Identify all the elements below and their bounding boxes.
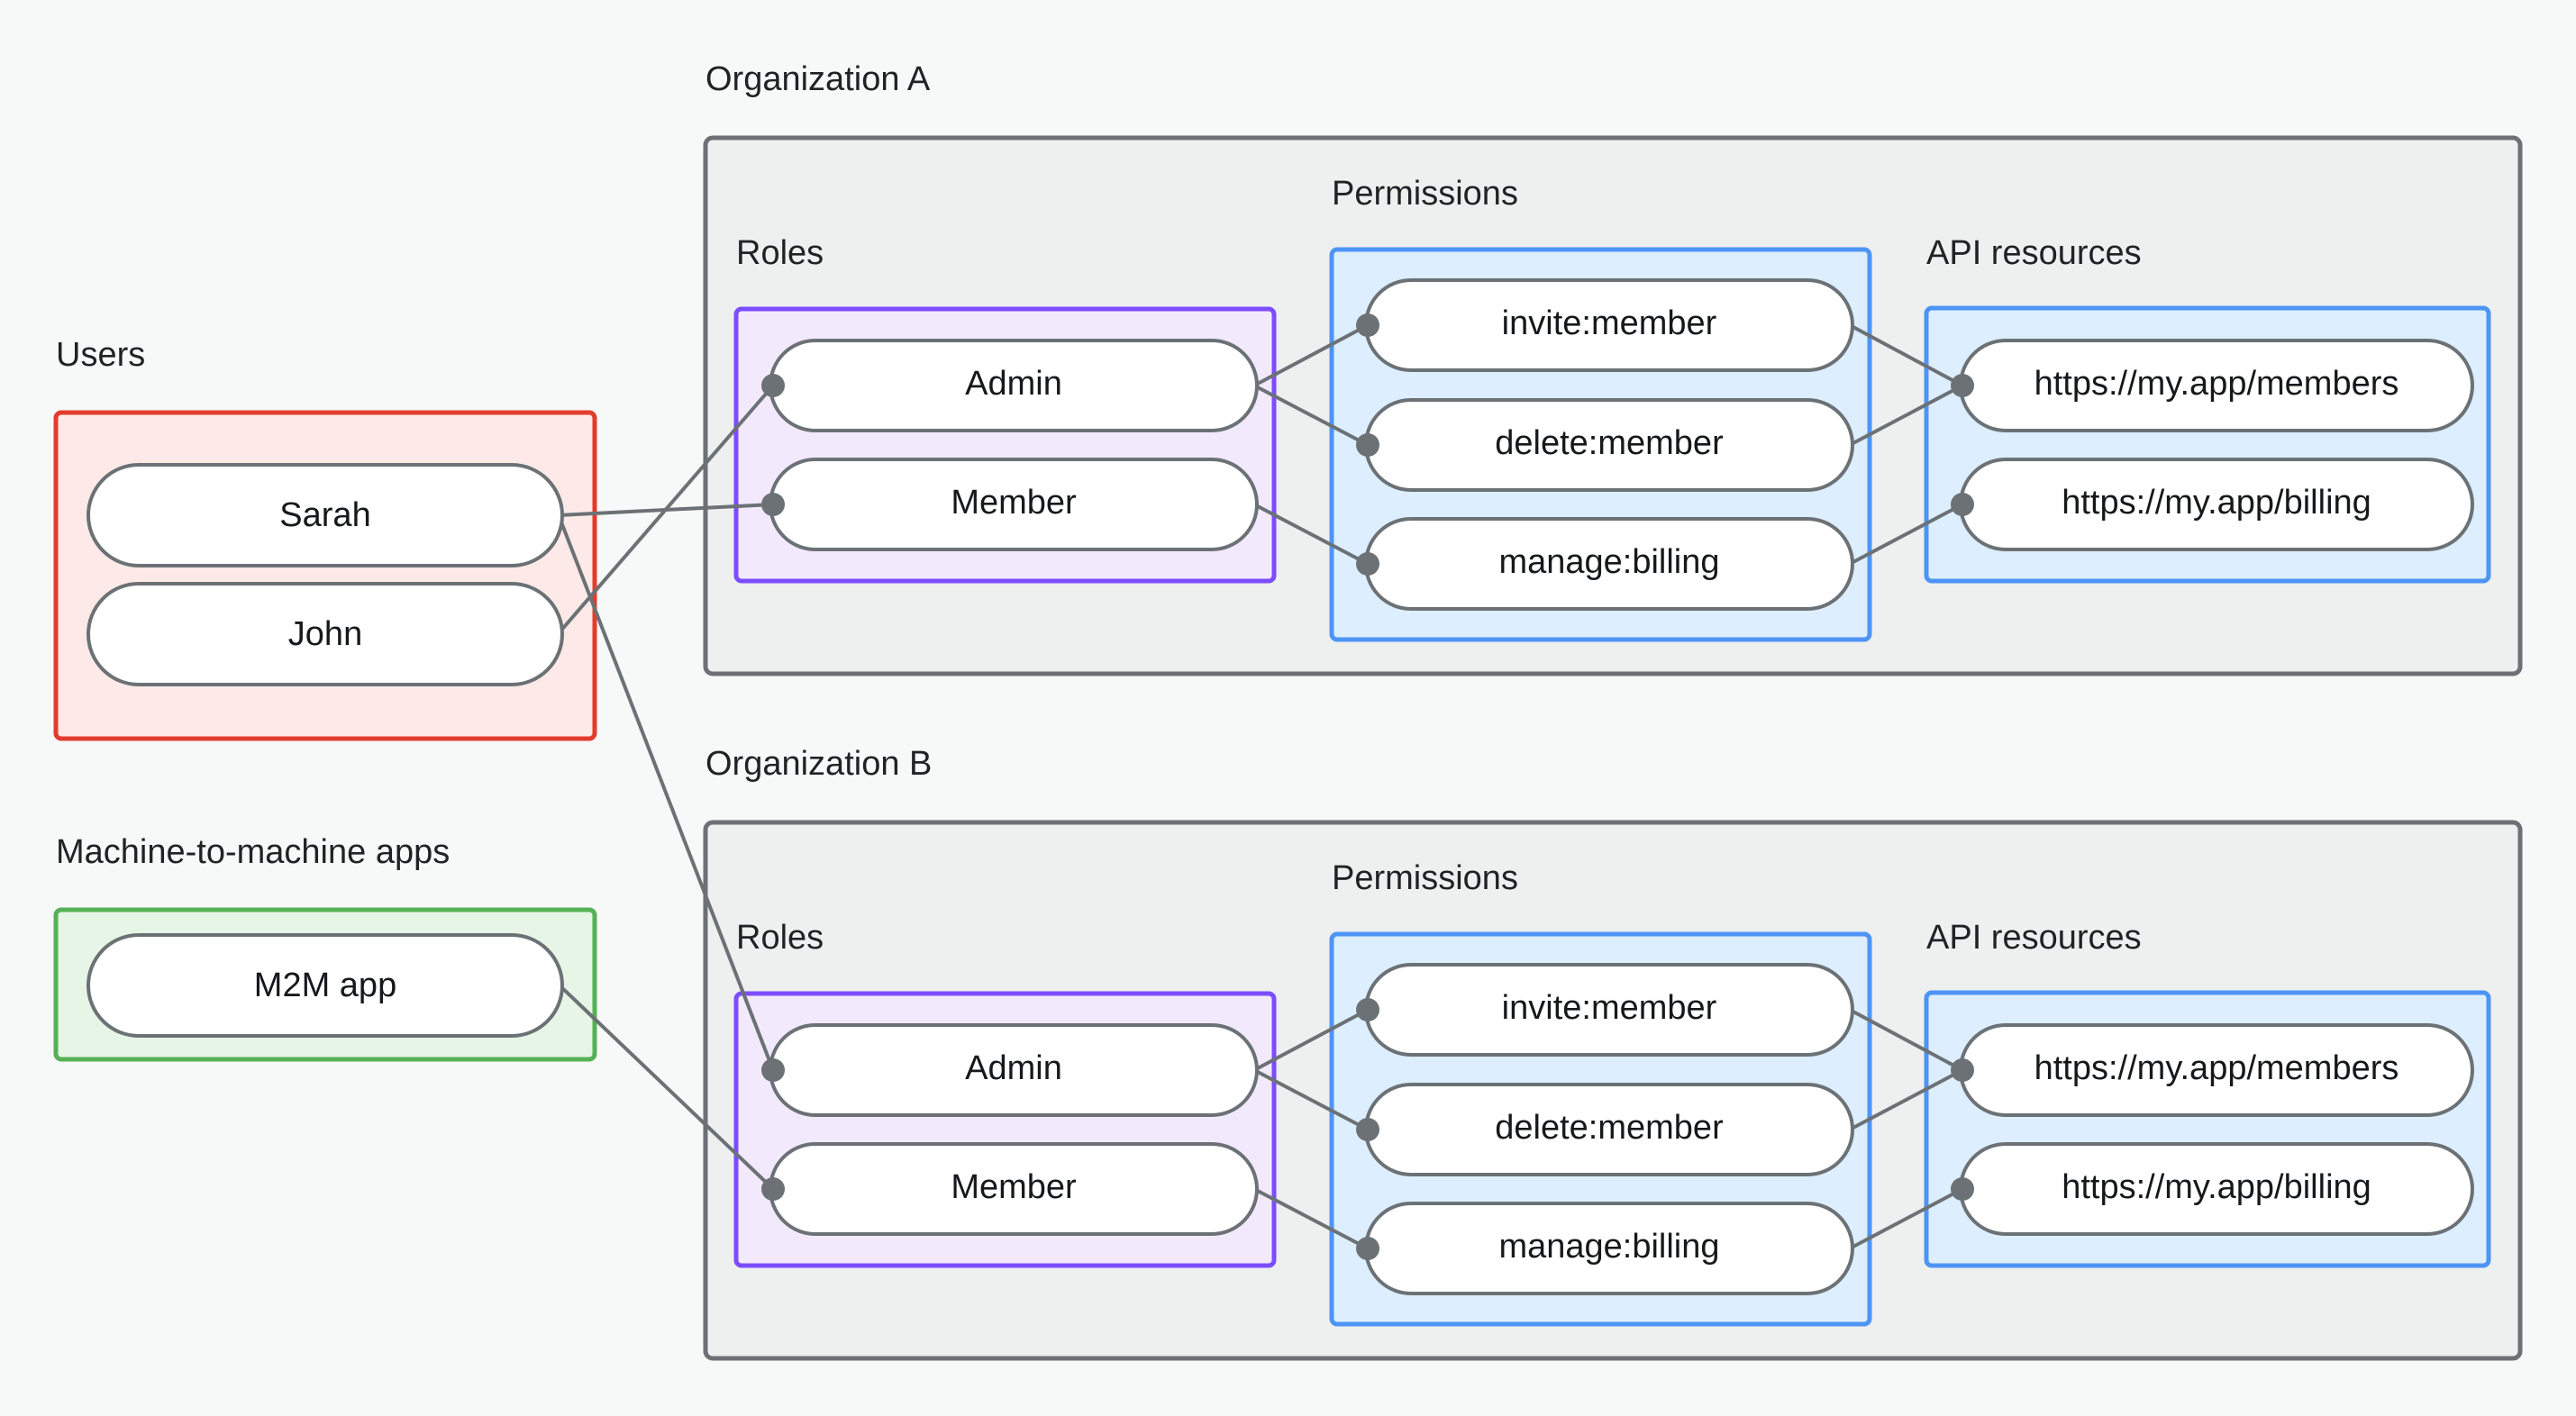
edge-b-admin-to-invite [1253, 1008, 1369, 1072]
org-b-permission-invite-label: invite:member [1502, 989, 1717, 1027]
edge-b-delete-to-members [1849, 1068, 1963, 1131]
org-b-permission-invite[interactable]: invite:member [1364, 963, 1854, 1057]
org-a-api-title: API resources [1926, 234, 2142, 272]
org-a-api-members-label: https://my.app/members [2034, 365, 2399, 403]
user-node-john-label: John [288, 615, 362, 653]
users-group-title: Users [56, 336, 145, 374]
edge-a-invite-to-members [1849, 323, 1963, 387]
org-b-api-members[interactable]: https://my.app/members [1959, 1023, 2474, 1117]
dot-org-a-admin-left [761, 374, 785, 397]
edge-b-billing-to-billing-res [1849, 1187, 1963, 1250]
edge-b-member-to-billing [1253, 1187, 1369, 1250]
edge-sarah-to-org-a-member [558, 503, 774, 517]
org-b-api-billing[interactable]: https://my.app/billing [1959, 1142, 2474, 1236]
dot-org-b-admin-left [761, 1058, 785, 1082]
edge-a-member-to-billing [1253, 503, 1369, 566]
org-a-permission-delete-label: delete:member [1495, 424, 1724, 462]
dot-org-a-res-billing-left [1951, 493, 1974, 516]
connection-dots [761, 313, 1974, 1260]
org-a-permission-billing[interactable]: manage:billing [1364, 517, 1854, 611]
edge-a-billing-to-billing-res [1849, 503, 1963, 566]
org-a-role-admin-label: Admin [965, 365, 1062, 403]
org-b-role-member-label: Member [951, 1168, 1077, 1206]
org-a-role-member-label: Member [951, 484, 1077, 522]
user-node-sarah[interactable]: Sarah [86, 463, 564, 567]
org-a-api-members[interactable]: https://my.app/members [1959, 339, 2474, 432]
users-box [53, 410, 597, 741]
org-b-role-member[interactable]: Member [769, 1142, 1259, 1236]
org-b-permission-billing[interactable]: manage:billing [1364, 1202, 1854, 1295]
m2m-node-app-label: M2M app [254, 967, 396, 1004]
edge-m2m-to-org-b-member [557, 983, 775, 1191]
org-a-permission-invite[interactable]: invite:member [1364, 278, 1854, 372]
edge-b-admin-to-delete [1253, 1068, 1369, 1131]
org-b-api-members-label: https://my.app/members [2034, 1049, 2399, 1087]
user-node-john-shape[interactable] [86, 582, 564, 686]
org-a-permission-invite-label: invite:member [1502, 304, 1717, 342]
org-b-permissions-title: Permissions [1332, 859, 1518, 897]
org-a-permissions-title: Permissions [1332, 175, 1518, 213]
dot-org-b-res-billing-left [1951, 1177, 1974, 1201]
org-a-role-admin[interactable]: Admin [769, 339, 1259, 432]
organization-b-title: Organization B [705, 745, 932, 783]
m2m-group-title: Machine-to-machine apps [56, 833, 450, 871]
org-b-permission-delete-label: delete:member [1495, 1109, 1724, 1147]
user-node-john[interactable]: John [86, 582, 564, 686]
user-node-sarah-shape[interactable] [86, 463, 564, 567]
org-a-permission-billing-label: manage:billing [1498, 543, 1719, 581]
org-a-api-billing-label: https://my.app/billing [2062, 484, 2371, 522]
dot-org-b-member-left [761, 1177, 785, 1201]
org-b-role-admin[interactable]: Admin [769, 1023, 1259, 1117]
m2m-node-app-shape[interactable] [86, 933, 564, 1038]
dot-org-b-billing-left [1356, 1237, 1379, 1260]
edge-a-admin-to-invite [1253, 323, 1369, 387]
org-b-api-title: API resources [1926, 919, 2142, 957]
edge-sarah-to-org-b-admin [557, 514, 775, 1071]
org-b-permission-billing-label: manage:billing [1498, 1228, 1719, 1266]
organization-a-title: Organization A [705, 60, 931, 98]
dot-org-b-res-members-left [1951, 1058, 1974, 1082]
dot-org-b-invite-left [1356, 998, 1379, 1021]
dot-org-a-invite-left [1356, 313, 1379, 337]
dot-org-a-res-members-left [1951, 374, 1974, 397]
user-node-sarah-label: Sarah [279, 496, 370, 534]
dot-org-a-delete-left [1356, 433, 1379, 457]
dot-org-a-billing-left [1356, 552, 1379, 576]
org-b-roles-title: Roles [736, 919, 824, 957]
edge-b-invite-to-members [1849, 1008, 1963, 1072]
edge-a-admin-to-delete [1253, 384, 1369, 447]
org-b-role-admin-label: Admin [965, 1049, 1062, 1087]
org-a-roles-title: Roles [736, 234, 824, 272]
connection-edges [557, 323, 1963, 1250]
org-b-permission-delete[interactable]: delete:member [1364, 1083, 1854, 1176]
m2m-node-app[interactable]: M2M app [86, 933, 564, 1038]
dot-org-a-member-left [761, 493, 785, 516]
org-b-api-billing-label: https://my.app/billing [2062, 1168, 2371, 1206]
org-a-permission-delete[interactable]: delete:member [1364, 398, 1854, 492]
dot-org-b-delete-left [1356, 1118, 1379, 1141]
org-a-role-member[interactable]: Member [769, 458, 1259, 551]
org-a-api-billing[interactable]: https://my.app/billing [1959, 458, 2474, 551]
edge-a-delete-to-members [1849, 384, 1963, 447]
